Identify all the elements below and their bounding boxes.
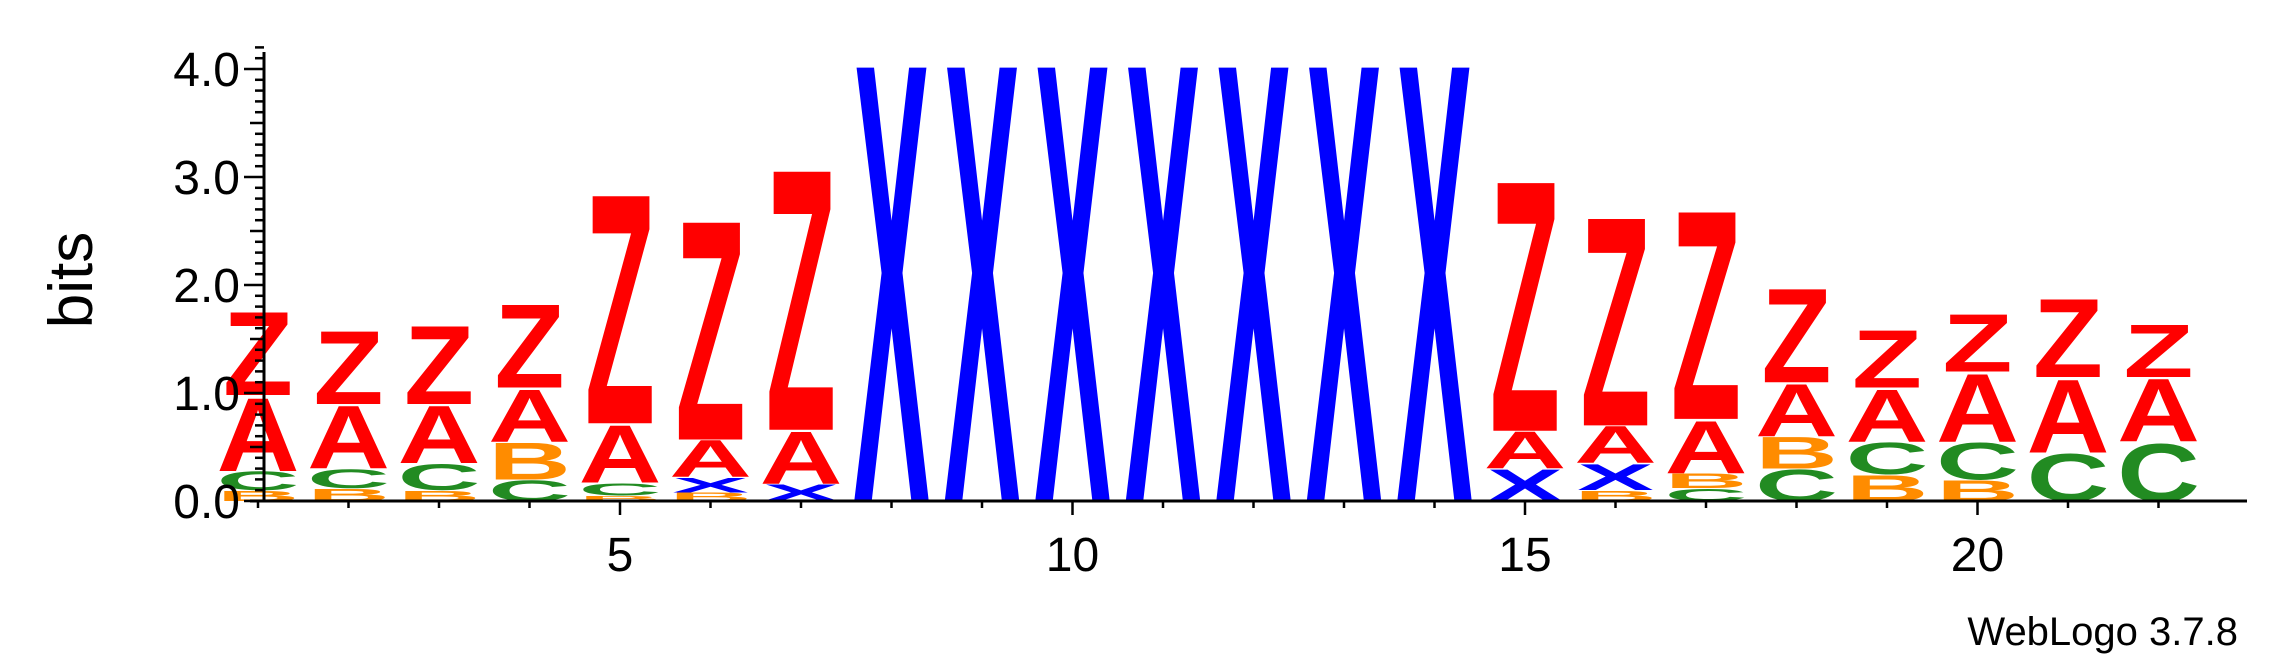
x-tick-label: 5 [607, 529, 634, 582]
y-tick-label: 2.0 [173, 260, 240, 313]
x-tick-label: 15 [1498, 529, 1551, 582]
logo-glyph-a: A [1846, 373, 1929, 457]
logo-glyph-a: A [398, 390, 481, 482]
logo-glyph-a: A [1484, 421, 1567, 480]
logo-glyph-a: A [2117, 360, 2200, 460]
logo-glyph-z: Z [2123, 309, 2193, 393]
logo-glyph-z: Z [2033, 276, 2103, 402]
logo-glyph-x: X [672, 474, 749, 497]
logo-glyph-a: A [217, 376, 300, 493]
logo-glyph-a: A [760, 416, 843, 500]
logo-glyph-z: Z [1490, 105, 1560, 508]
logo-glyph-a: A [1936, 354, 2019, 463]
logo-glyph-x: X [853, 0, 930, 635]
logo-glyph-a: A [1665, 405, 1748, 489]
x-tick-label: 10 [1046, 529, 1099, 582]
logo-glyph-z: Z [1580, 155, 1650, 491]
x-tick-label: 20 [1951, 529, 2004, 582]
logo-glyph-c: C [1846, 434, 1929, 484]
logo-glyph-a: A [2027, 358, 2110, 475]
logo-glyph-z: Z [675, 155, 745, 507]
y-tick-label: 3.0 [173, 152, 240, 205]
logo-glyph-x: X [1396, 0, 1473, 635]
logo-glyph-z: Z [313, 309, 383, 426]
logo-glyph-z: Z [404, 303, 474, 429]
logo-glyph-c: C [1936, 432, 2019, 491]
logo-glyph-a: A [579, 409, 662, 501]
logo-glyph-x: X [1125, 0, 1202, 635]
logo-glyph-a: A [1755, 368, 1838, 452]
logo-glyph-z: Z [1942, 298, 2012, 390]
logo-glyph-c: C [307, 464, 390, 494]
logo-glyph-b: B [488, 432, 571, 491]
logo-glyph-z: Z [1852, 314, 1922, 406]
y-tick-label: 1.0 [173, 368, 240, 421]
logo-glyph-x: X [1306, 0, 1383, 635]
logo-glyph-c: C [398, 457, 481, 499]
chart-axes: 0.0 1.0 2.0 3.0 4.0 5 10 15 20 [173, 44, 2247, 582]
logo-glyph-x: X [1034, 0, 1111, 635]
logo-glyph-b: B [1665, 469, 1748, 492]
logo-glyph-z: Z [1671, 148, 1741, 484]
weblogo-credit: WebLogo 3.7.8 [1967, 610, 2238, 654]
logo-glyph-z: Z [766, 90, 836, 509]
logo-glyph-a: A [1574, 416, 1657, 475]
logo-glyph-c: C [579, 480, 662, 500]
logo-glyph-b: B [579, 494, 662, 502]
y-axis-label: bits [37, 232, 106, 328]
logo-glyph-z: Z [223, 287, 293, 421]
logo-glyph-x: X [1577, 457, 1654, 499]
logo-glyph-z: Z [494, 279, 564, 413]
logo-glyph-x: X [944, 0, 1021, 635]
logo-glyph-a: A [488, 373, 571, 457]
logo-glyph-z: Z [585, 125, 655, 494]
logo-glyph-b: B [1755, 428, 1838, 478]
logo-glyph-x: X [1215, 0, 1292, 635]
y-tick-label: 4.0 [173, 44, 240, 97]
logo-glyph-z: Z [1761, 260, 1831, 411]
y-tick-label: 0.0 [173, 476, 240, 529]
logo-glyph-a: A [307, 387, 390, 487]
logo-glyph-a: A [669, 430, 752, 489]
